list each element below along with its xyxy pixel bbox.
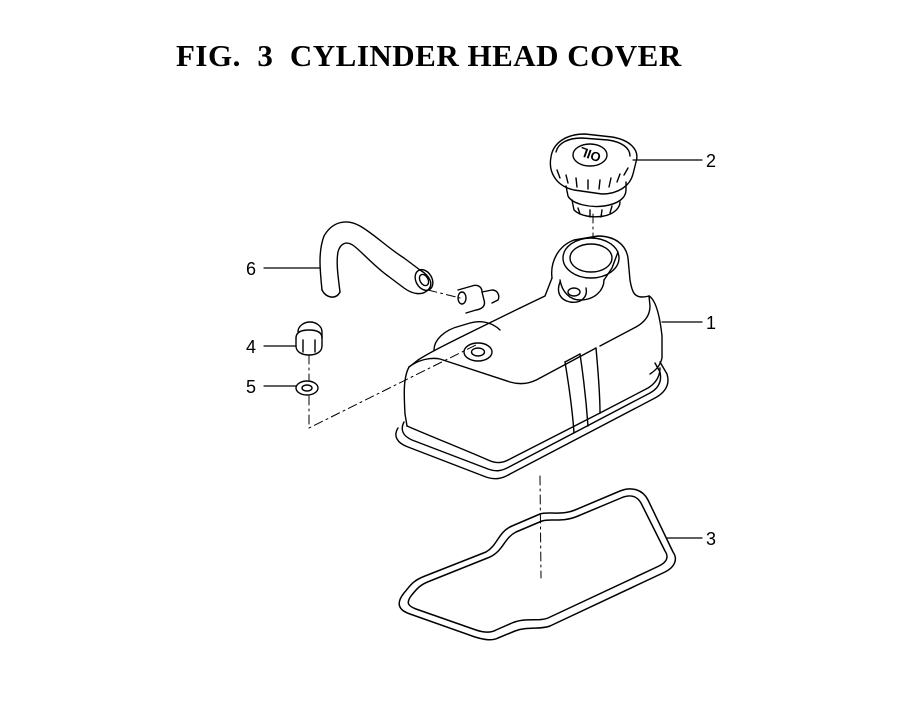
cylinder-head-cover-part [395, 235, 669, 480]
figure-title: FIG. 3 CYLINDER HEAD COVER [176, 38, 682, 73]
callout-numbers: 2 1 3 6 4 5 [246, 151, 716, 549]
gasket-part [398, 488, 677, 641]
callout-5: 5 [246, 377, 256, 397]
oil-filler-cap-part: OIL [549, 133, 638, 218]
cap-marking-label: OIL [577, 144, 603, 166]
callout-3: 3 [706, 529, 716, 549]
assembly-lines [308, 213, 594, 579]
callout-6: 6 [246, 259, 256, 279]
callout-2: 2 [706, 151, 716, 171]
callout-4: 4 [246, 337, 256, 357]
callout-1: 1 [706, 313, 716, 333]
washer-part [295, 380, 319, 396]
cap-nut-part [295, 321, 323, 356]
leader-lines [263, 159, 703, 539]
breather-hose-part [319, 221, 434, 298]
